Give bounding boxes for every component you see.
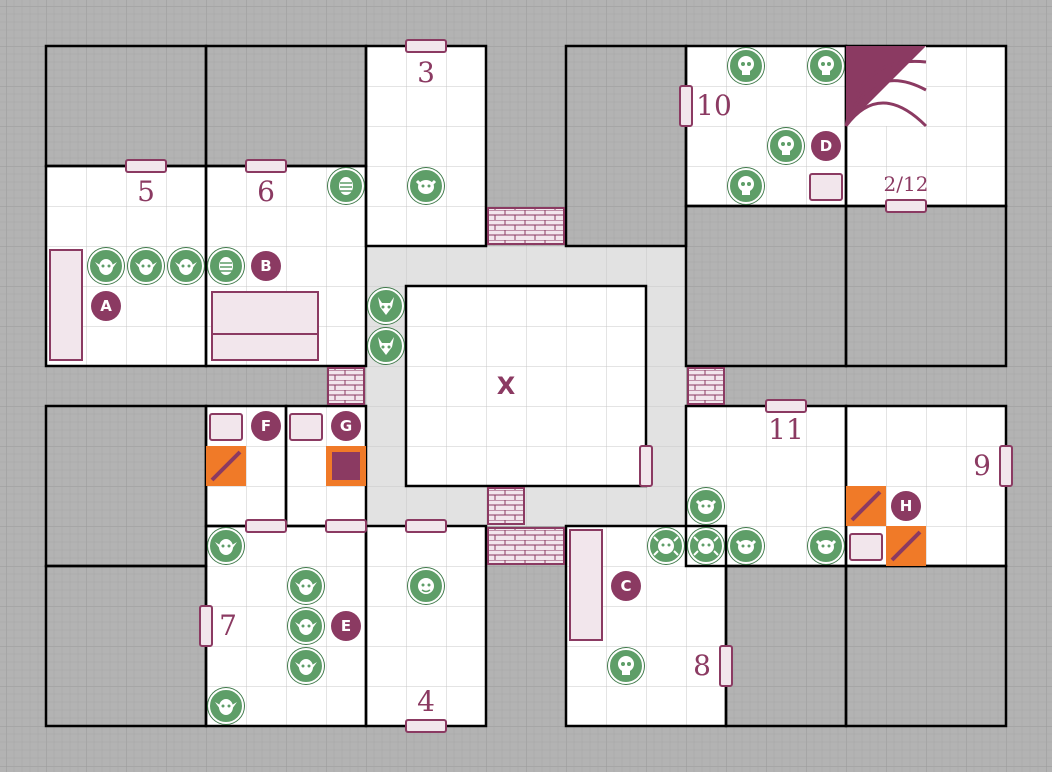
door-icon[interactable]	[125, 39, 927, 733]
orc-icon[interactable]	[808, 528, 844, 564]
room-label-6: 6	[257, 175, 275, 208]
marker-f: F	[251, 411, 281, 441]
goblin-icon[interactable]	[288, 648, 324, 684]
marker-e: E	[331, 611, 361, 641]
room-label-10: 10	[696, 89, 732, 122]
chaos-warrior-icon[interactable]	[368, 328, 404, 364]
room-label-4: 4	[417, 685, 435, 718]
skull-icon[interactable]	[608, 648, 644, 684]
chest-icon[interactable]	[209, 173, 883, 561]
skull-icon[interactable]	[768, 128, 804, 164]
marker-g: G	[331, 411, 361, 441]
goblin-icon[interactable]	[128, 248, 164, 284]
ghoul-icon[interactable]	[648, 528, 684, 564]
skull-icon[interactable]	[728, 168, 764, 204]
skull-icon[interactable]	[808, 48, 844, 84]
goblin-icon[interactable]	[208, 528, 244, 564]
goblin-icon[interactable]	[288, 608, 324, 644]
room-label-x: X	[496, 372, 516, 400]
room-label-11: 11	[768, 413, 804, 446]
marker-c: C	[611, 571, 641, 601]
stairs-icon[interactable]	[844, 46, 928, 128]
mummy-icon[interactable]	[208, 248, 244, 284]
trap-icon	[206, 446, 926, 566]
orc-icon[interactable]	[688, 488, 724, 524]
chaos-warrior-icon[interactable]	[368, 288, 404, 324]
rubble-icon	[327, 207, 725, 565]
goblin-icon[interactable]	[208, 688, 244, 724]
marker-b: B	[251, 251, 281, 281]
goblin-icon[interactable]	[88, 248, 124, 284]
marker-d: D	[811, 131, 841, 161]
room-label-2-12: 2/12	[883, 172, 929, 196]
room-label-8: 8	[693, 649, 711, 682]
goblin-icon[interactable]	[288, 568, 324, 604]
room-label-9: 9	[973, 449, 991, 482]
orc-icon[interactable]	[408, 168, 444, 204]
tomb-icon	[49, 249, 603, 641]
goblin-icon[interactable]	[168, 248, 204, 284]
room-label-3: 3	[417, 56, 435, 89]
orc-icon[interactable]	[728, 528, 764, 564]
weapon-rack-icon	[211, 291, 319, 361]
pit-icon	[326, 446, 366, 486]
door-icon[interactable]	[199, 85, 1013, 687]
skull-icon[interactable]	[728, 48, 764, 84]
marker-a: A	[91, 291, 121, 321]
room-label-7: 7	[219, 609, 237, 642]
ghoul-icon[interactable]	[688, 528, 724, 564]
mummy-icon[interactable]	[328, 168, 364, 204]
room-label-5: 5	[137, 175, 155, 208]
ghoul-icon[interactable]	[408, 568, 444, 604]
marker-h: H	[891, 491, 921, 521]
